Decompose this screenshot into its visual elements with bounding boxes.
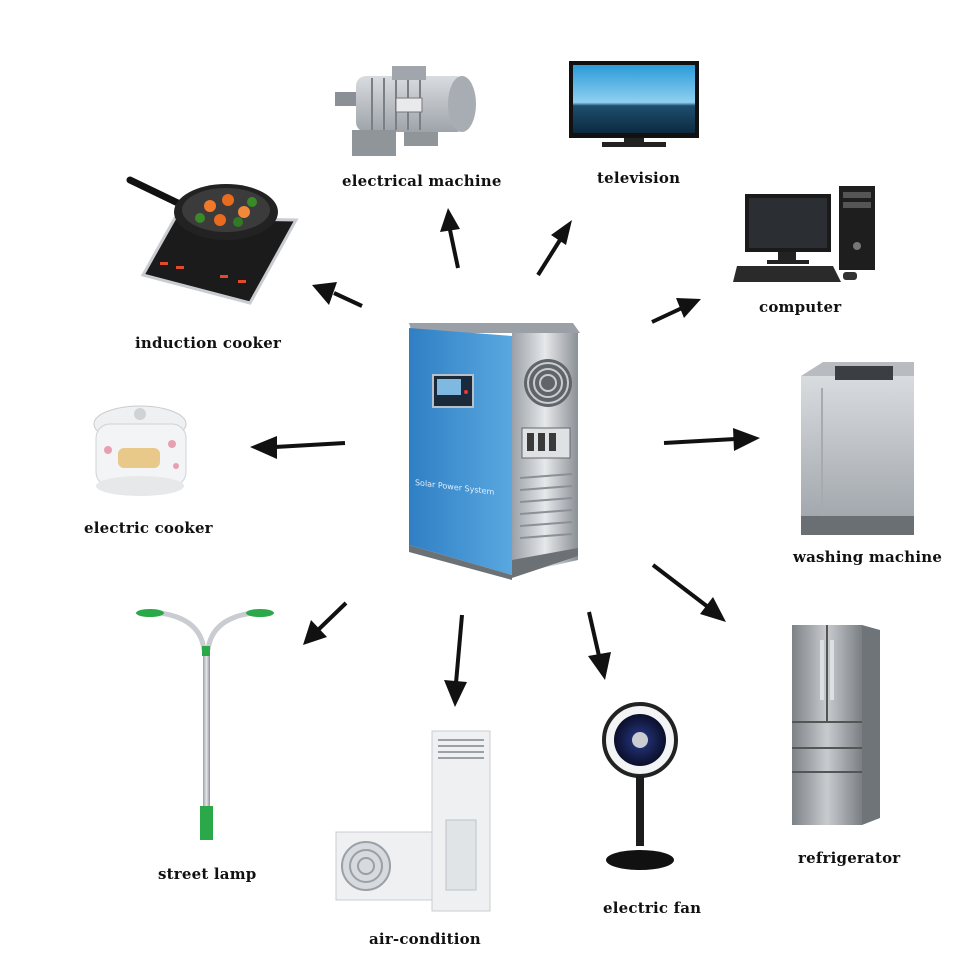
label-electrical-machine: electrical machine	[342, 172, 502, 190]
arrow-to-street-lamp	[303, 601, 348, 645]
induction-cooker-icon	[126, 176, 299, 305]
arrow-to-washing-machine	[663, 428, 760, 451]
street-lamp-icon	[136, 609, 274, 840]
arrow-to-air-condition	[444, 614, 467, 707]
label-street-lamp: street lamp	[158, 865, 257, 883]
label-electric-cooker: electric cooker	[84, 519, 213, 537]
solar-inverter: Solar Power System	[409, 323, 580, 580]
arrow-to-computer	[651, 298, 701, 324]
air-conditioner-icon	[335, 730, 491, 912]
label-induction-cooker: induction cooker	[135, 334, 282, 352]
washing-machine-icon	[801, 362, 914, 535]
electric-motor-icon	[335, 66, 476, 156]
electric-fan-icon	[602, 702, 678, 870]
arrows	[250, 208, 760, 707]
rice-cooker-icon	[93, 405, 187, 496]
arrow-to-electric-fan	[587, 611, 611, 680]
arrow-to-electric-cooker	[250, 436, 346, 459]
label-electric-fan: electric fan	[603, 899, 702, 917]
arrow-to-refrigerator	[651, 563, 726, 622]
refrigerator-icon	[792, 625, 880, 825]
inverter-fan-grille-icon	[524, 359, 572, 407]
label-computer: computer	[759, 298, 842, 316]
arrow-to-induction-cooker	[312, 282, 363, 308]
label-washing-machine: washing machine	[793, 548, 943, 566]
label-television: television	[597, 169, 681, 187]
arrow-to-television	[536, 220, 572, 277]
label-refrigerator: refrigerator	[798, 849, 901, 867]
arrow-to-electrical-machine	[440, 208, 460, 269]
desktop-computer-icon	[733, 186, 875, 282]
tv-icon	[569, 61, 699, 147]
label-air-condition: air-condition	[369, 930, 481, 948]
